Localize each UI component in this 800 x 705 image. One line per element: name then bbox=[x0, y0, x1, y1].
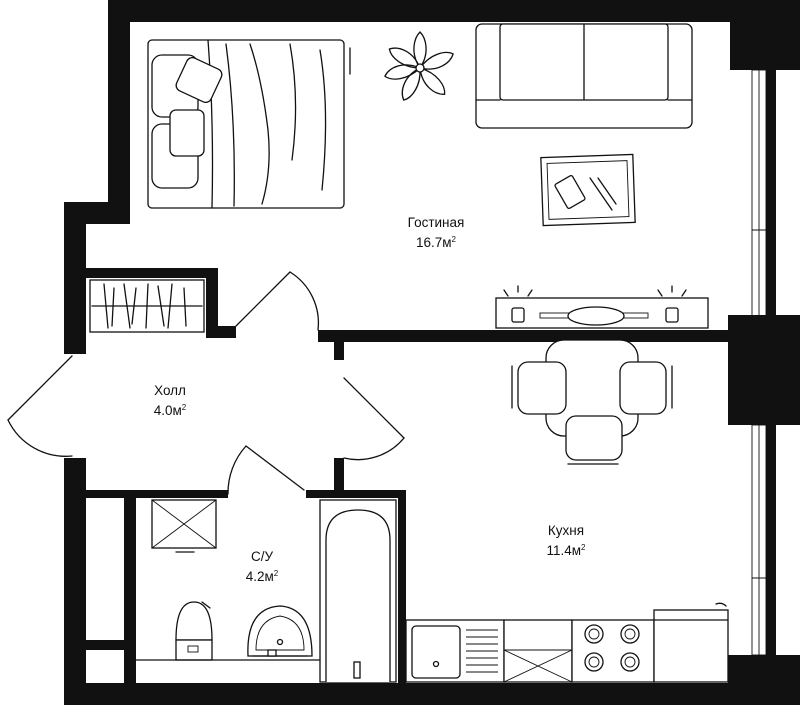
room-area: 4.0м2 bbox=[153, 403, 187, 418]
cabinet-icon bbox=[503, 619, 573, 683]
dining-table-icon bbox=[511, 339, 673, 465]
windows bbox=[751, 69, 776, 656]
sink-icon bbox=[405, 619, 505, 683]
doors bbox=[7, 271, 405, 495]
fridge-icon bbox=[653, 602, 729, 683]
room-name: Гостиная bbox=[407, 215, 465, 230]
walls bbox=[64, 0, 800, 705]
toilet-icon bbox=[175, 601, 213, 661]
bathtub-icon bbox=[319, 499, 397, 683]
room-name: Холл bbox=[154, 383, 186, 398]
wardrobe-icon bbox=[89, 279, 205, 333]
stove-icon bbox=[571, 619, 655, 683]
room-label-hall: Холл 4.0м2 bbox=[154, 382, 187, 419]
room-label-kitchen: Кухня 11.4м2 bbox=[546, 522, 585, 559]
room-area: 16.7м2 bbox=[415, 235, 457, 250]
sofa-icon bbox=[475, 23, 693, 129]
room-area: 4.2м2 bbox=[245, 569, 279, 584]
rug-icon bbox=[540, 153, 636, 227]
room-area: 11.4м2 bbox=[546, 543, 586, 558]
room-label-bathroom: С/У 4.2м2 bbox=[246, 548, 279, 585]
room-name: С/У bbox=[250, 549, 274, 564]
shower-icon bbox=[151, 499, 217, 553]
plant-icon bbox=[384, 31, 454, 101]
tv-stand-icon bbox=[495, 285, 709, 329]
washbasin-icon bbox=[247, 605, 313, 657]
room-label-living: Гостиная 16.7м2 bbox=[408, 214, 465, 251]
bed-icon bbox=[147, 39, 351, 209]
room-name: Кухня bbox=[547, 523, 585, 538]
